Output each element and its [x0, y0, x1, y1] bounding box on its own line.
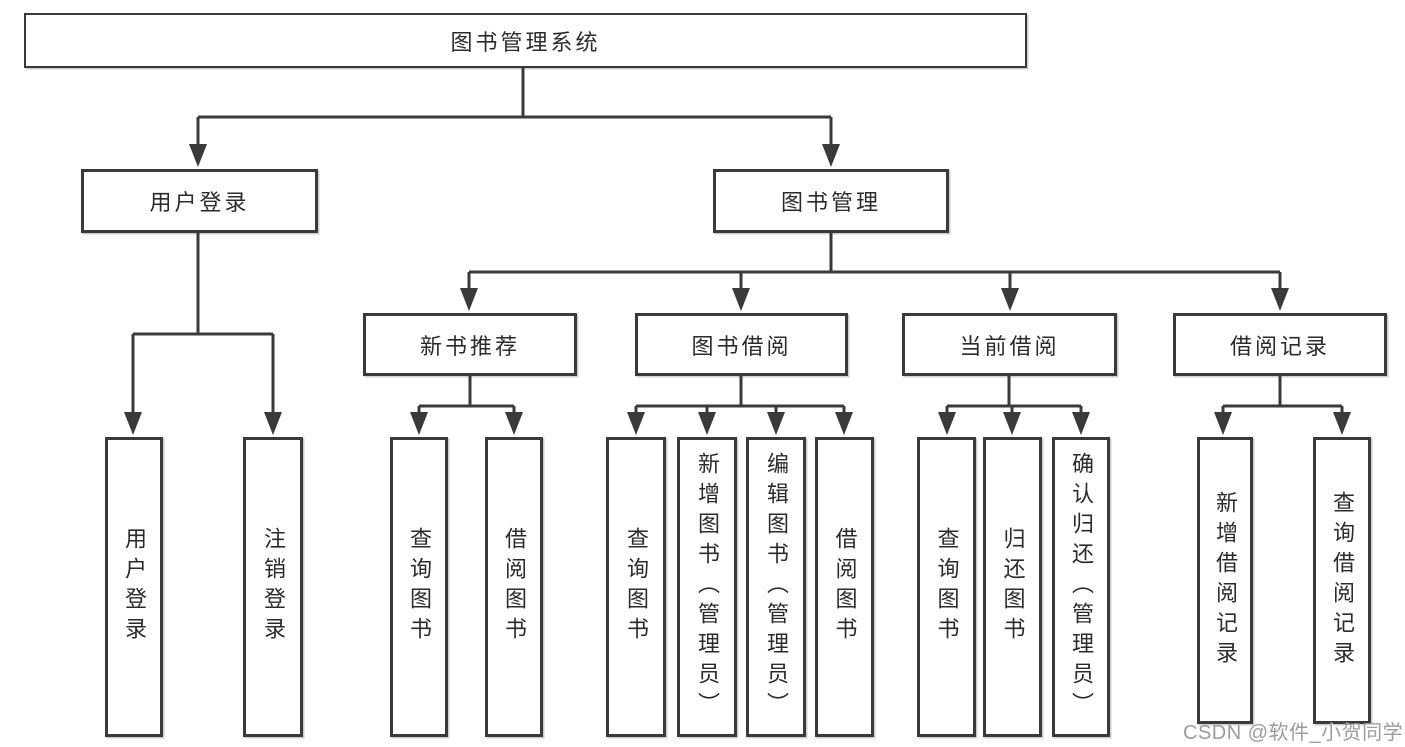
node-label: 查询图书	[934, 527, 960, 647]
connector-root-to-level1	[196, 68, 833, 150]
connector-current-to-leaves	[945, 376, 1083, 418]
node-label: 图书管理系统	[450, 29, 601, 55]
node-label: 用户登录	[149, 190, 250, 215]
connector-records-to-leaves	[1221, 376, 1344, 418]
leaf-borrowing-edit-book-admin: 编辑图书（管理员）	[746, 437, 806, 737]
node-label: 新增图书（管理员）	[695, 452, 720, 722]
leaf-borrowing-borrow-book: 借阅图书	[815, 437, 874, 737]
node-label: 查询借阅记录	[1330, 490, 1355, 671]
node-label: 注销登录	[261, 527, 286, 647]
leaf-recommend-borrow-book: 借阅图书	[485, 437, 543, 737]
node-label: 当前借阅	[959, 333, 1060, 359]
node-label: 新增借阅记录	[1213, 490, 1238, 671]
node-label: 查询图书	[624, 527, 649, 647]
connector-borrow-to-leaves	[634, 376, 846, 418]
node-book-borrowing: 图书借阅	[635, 313, 848, 376]
leaf-records-add-record: 新增借阅记录	[1197, 437, 1253, 724]
leaf-recommend-query-book: 查询图书	[390, 437, 448, 737]
node-label: 新书推荐	[419, 333, 520, 359]
node-label: 归还图书	[1000, 527, 1026, 647]
leaf-current-return-book: 归还图书	[983, 437, 1042, 737]
leaf-borrowing-add-book-admin: 新增图书（管理员）	[677, 437, 737, 737]
arrowheads	[124, 144, 1351, 435]
node-borrowing-records: 借阅记录	[1173, 313, 1387, 376]
node-new-book-recommend: 新书推荐	[363, 313, 577, 376]
connector-recommend-to-leaves	[417, 376, 516, 418]
connector-userlogin-to-leaves	[131, 233, 275, 418]
node-current-borrowing: 当前借阅	[902, 313, 1117, 376]
leaf-records-query-record: 查询借阅记录	[1313, 437, 1371, 724]
node-label: 图书借阅	[691, 333, 792, 359]
csdn-watermark: CSDN @软件_小贺同学	[1183, 722, 1404, 744]
node-user-login: 用户登录	[81, 169, 318, 233]
node-label: 借阅图书	[832, 527, 858, 647]
leaf-user-login: 用户登录	[105, 437, 163, 737]
node-label: 确认归还（管理员）	[1069, 452, 1094, 722]
leaf-current-query-book: 查询图书	[917, 437, 976, 737]
node-label: 借阅记录	[1229, 333, 1330, 359]
leaf-borrowing-query-book: 查询图书	[606, 437, 666, 737]
node-label: 图书管理	[780, 190, 881, 215]
node-label: 借阅图书	[502, 527, 527, 647]
leaf-logout: 注销登录	[243, 437, 303, 737]
leaf-current-confirm-return-admin: 确认归还（管理员）	[1052, 437, 1110, 737]
node-library-management-system: 图书管理系统	[24, 13, 1027, 68]
node-label: 用户登录	[122, 527, 147, 647]
connector-bookmgmt-to-level2	[467, 233, 1282, 294]
node-label: 编辑图书（管理员）	[764, 452, 789, 722]
node-book-management: 图书管理	[713, 169, 949, 233]
node-label: 查询图书	[407, 527, 432, 647]
